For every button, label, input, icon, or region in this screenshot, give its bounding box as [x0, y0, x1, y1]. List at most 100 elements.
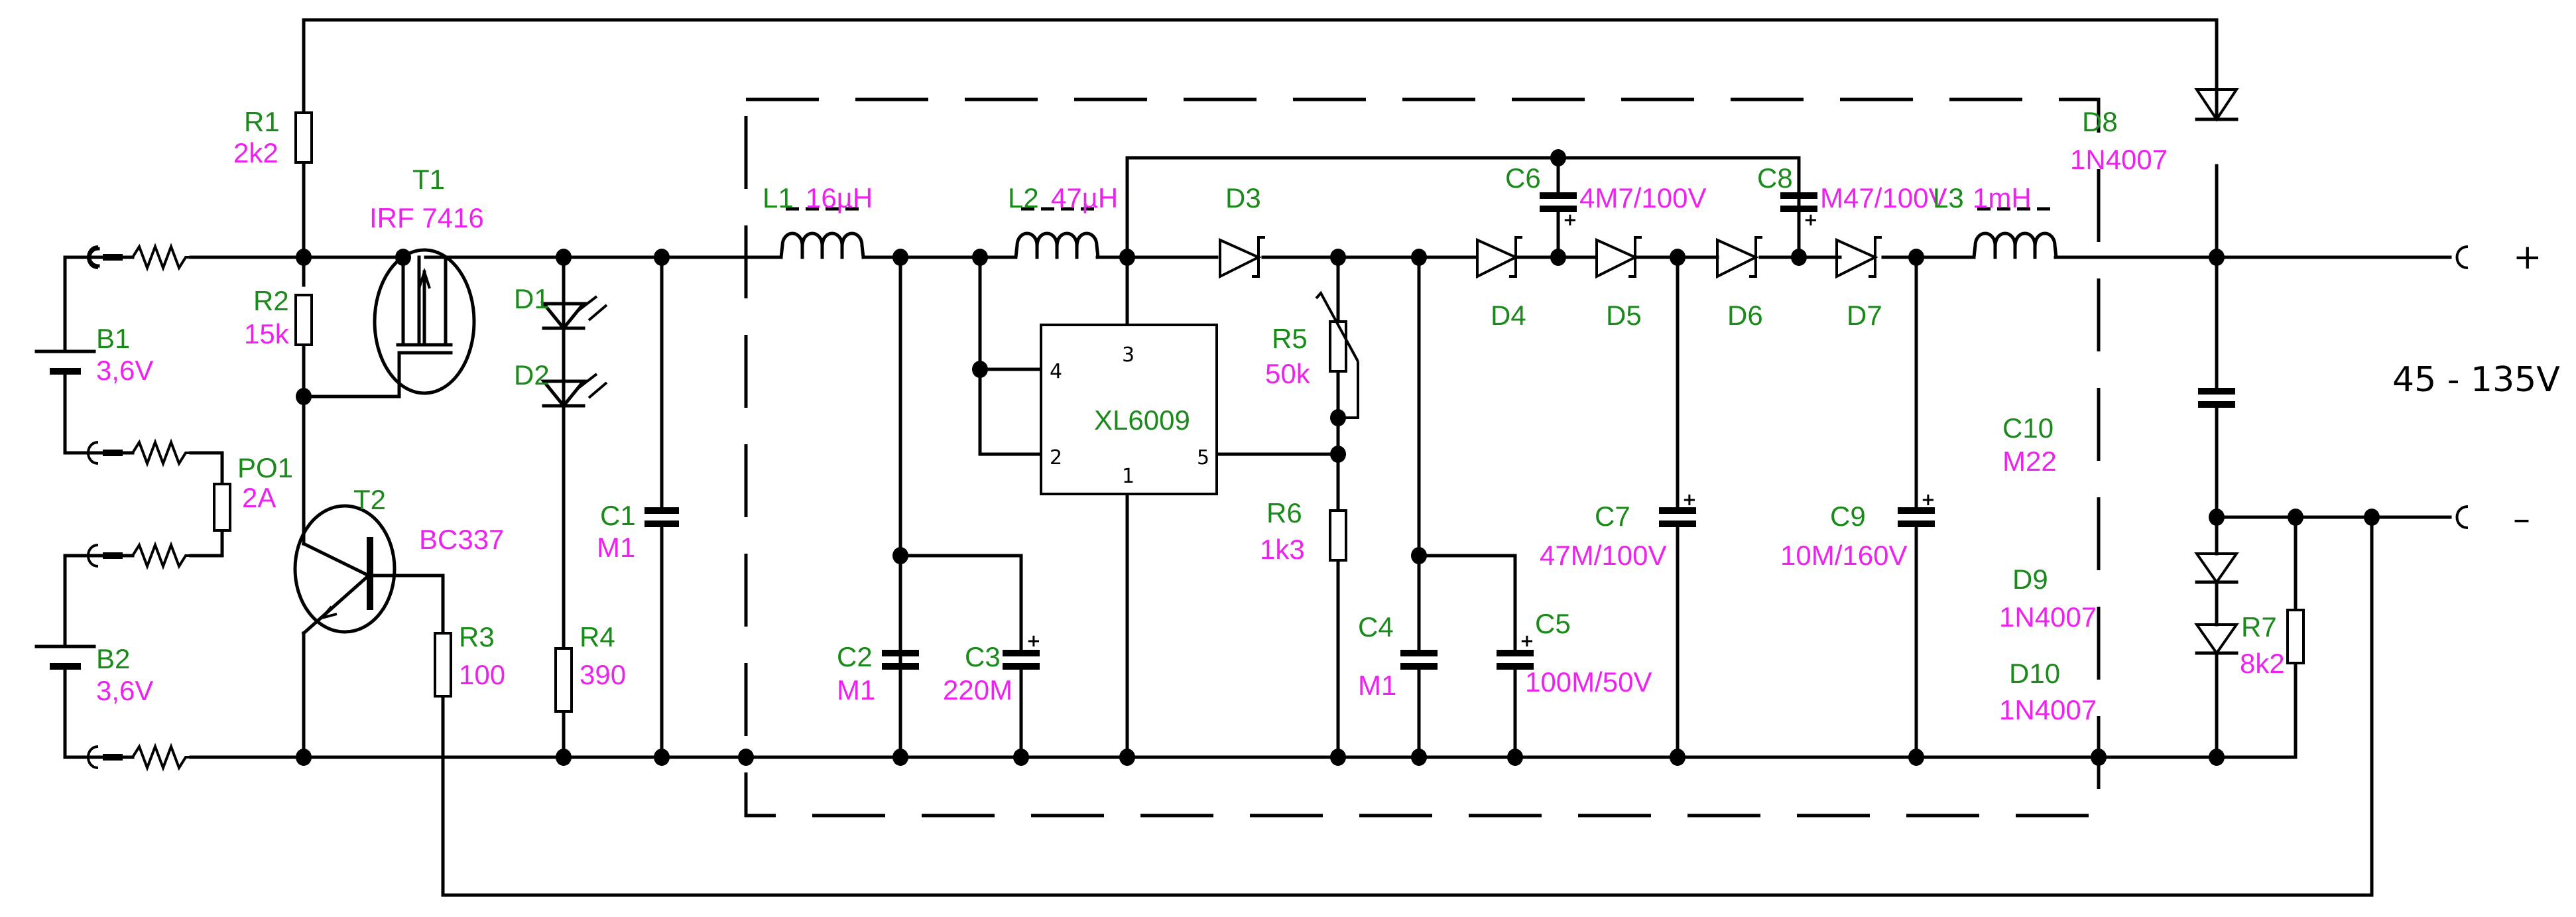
label-r3-value: 100 [459, 659, 505, 690]
diode-d6 [1716, 236, 1762, 279]
resistor-r4 [554, 647, 573, 713]
label-c6-value: 4M7/100V [1579, 182, 1706, 214]
diode-d4 [1476, 236, 1522, 279]
battery-connectors [87, 243, 192, 772]
ic-xl6009 [1040, 324, 1218, 495]
label-c4-ref: C4 [1358, 611, 1394, 642]
ic-pin-1: 1 [1122, 465, 1135, 488]
label-l3-value: 1mH [1973, 182, 2032, 214]
label-b2-value: 3,6V [96, 675, 153, 706]
label-r7-value: 8k2 [2240, 648, 2285, 679]
label-po1-ref: PO1 [237, 452, 293, 483]
label-c5-value: 100M/50V [1525, 666, 1652, 698]
label-c7-ref: C7 [1595, 501, 1630, 532]
inductor-l1 [779, 207, 865, 259]
label-r4-value: 390 [580, 659, 626, 690]
polarity-mark: + [1921, 490, 1935, 510]
capacitor-c1 [644, 507, 679, 527]
resistor-r6 [1329, 509, 1347, 562]
label-l2-value: 47µH [1051, 182, 1118, 214]
capacitor-c3: + [1003, 631, 1041, 670]
capacitor-c2 [882, 650, 919, 670]
output-terminal-plus [2455, 245, 2469, 269]
connector-b1-plus [87, 243, 192, 272]
label-r1-ref: R1 [244, 106, 280, 137]
mosfet-t1 [373, 248, 476, 395]
label-c2-ref: C2 [837, 641, 873, 672]
connector-b2-minus [87, 743, 192, 772]
label-d7-ref: D7 [1847, 300, 1882, 331]
label-d3-ref: D3 [1225, 182, 1261, 214]
label-d4-ref: D4 [1491, 300, 1526, 331]
label-l1-ref: L1 [763, 182, 794, 214]
label-r5-ref: R5 [1272, 323, 1308, 354]
wires [63, 18, 2452, 897]
transistor-t2 [293, 504, 397, 636]
label-c4-value: M1 [1358, 670, 1396, 701]
inductor-l3 [1972, 207, 2058, 259]
ic-pin-2: 2 [1050, 446, 1062, 469]
polarity-mark: + [1026, 631, 1041, 651]
polarity-mark: + [1804, 210, 1818, 230]
label-c1-ref: C1 [600, 500, 636, 531]
connector-b2-plus [87, 541, 192, 570]
polarity-mark: + [1682, 490, 1697, 510]
label-c5-ref: C5 [1535, 608, 1571, 639]
polarity-mark: + [1520, 631, 1534, 651]
resistor-r3 [434, 632, 452, 698]
label-c10-value: M22 [2002, 446, 2057, 477]
ic-pin-3: 3 [1122, 343, 1135, 367]
label-l2-ref: L2 [1008, 182, 1039, 214]
output-voltage-range: 45 - 135V [2392, 360, 2560, 400]
label-c8-value: M47/100V [1820, 182, 1947, 214]
diode-d10 [2194, 623, 2239, 688]
label-r4-ref: R4 [580, 621, 615, 652]
capacitor-c9: + [1898, 490, 1935, 527]
label-c9-ref: C9 [1830, 501, 1866, 532]
label-b2-ref: B2 [96, 643, 130, 674]
diode-d8 [2194, 88, 2239, 122]
label-c3-value: 220M [943, 674, 1012, 705]
output-terminal-minus [2455, 505, 2469, 529]
label-r7-ref: R7 [2241, 611, 2277, 642]
led-d1 [540, 295, 608, 331]
label-d1-ref: D1 [514, 283, 550, 314]
label-c3-ref: C3 [965, 641, 1001, 672]
label-r6-value: 1k3 [1260, 534, 1305, 565]
label-l3-ref: L3 [1933, 182, 1964, 214]
label-d8-ref: D8 [2082, 106, 2118, 137]
resistor-r1 [294, 111, 313, 164]
label-t1-value: IRF 7416 [369, 202, 484, 233]
label-t2-value: BC337 [419, 524, 504, 555]
output-plus-label: + [2513, 237, 2542, 277]
label-t2-ref: T2 [353, 484, 386, 515]
label-po1-value: 2A [242, 482, 276, 513]
inductor-l2 [1014, 207, 1101, 259]
label-b1-value: 3,6V [96, 355, 153, 386]
junctions [296, 149, 2380, 766]
label-r2-ref: R2 [253, 285, 289, 316]
ic-pin-5: 5 [1197, 446, 1209, 469]
diode-d9 [2194, 552, 2239, 627]
label-d9-value: 1N4007 [1999, 601, 2097, 633]
label-c8-ref: C8 [1757, 162, 1793, 194]
led-d2 [540, 373, 608, 408]
output-minus-label: – [2513, 499, 2530, 539]
diode-d5 [1595, 236, 1642, 279]
diode-d7 [1835, 236, 1882, 279]
label-r5-value: 50k [1265, 358, 1311, 389]
label-d10-value: 1N4007 [1999, 694, 2097, 725]
fuse-po1 [213, 483, 231, 532]
label-d10-ref: D10 [2009, 658, 2060, 689]
label-d5-ref: D5 [1606, 300, 1642, 331]
label-c7-value: 47M/100V [1540, 540, 1666, 571]
label-c6-ref: C6 [1505, 162, 1541, 194]
connector-b1-minus [87, 438, 192, 467]
capacitor-c5: + [1497, 631, 1534, 670]
label-r1-value: 2k2 [233, 137, 278, 168]
label-r6-ref: R6 [1266, 497, 1302, 528]
battery-b2 [34, 644, 96, 670]
label-c1-value: M1 [597, 532, 635, 563]
labels: B1 3,6V B2 3,6V PO1 2A R1 2k2 R2 15k T1 … [96, 106, 2560, 725]
